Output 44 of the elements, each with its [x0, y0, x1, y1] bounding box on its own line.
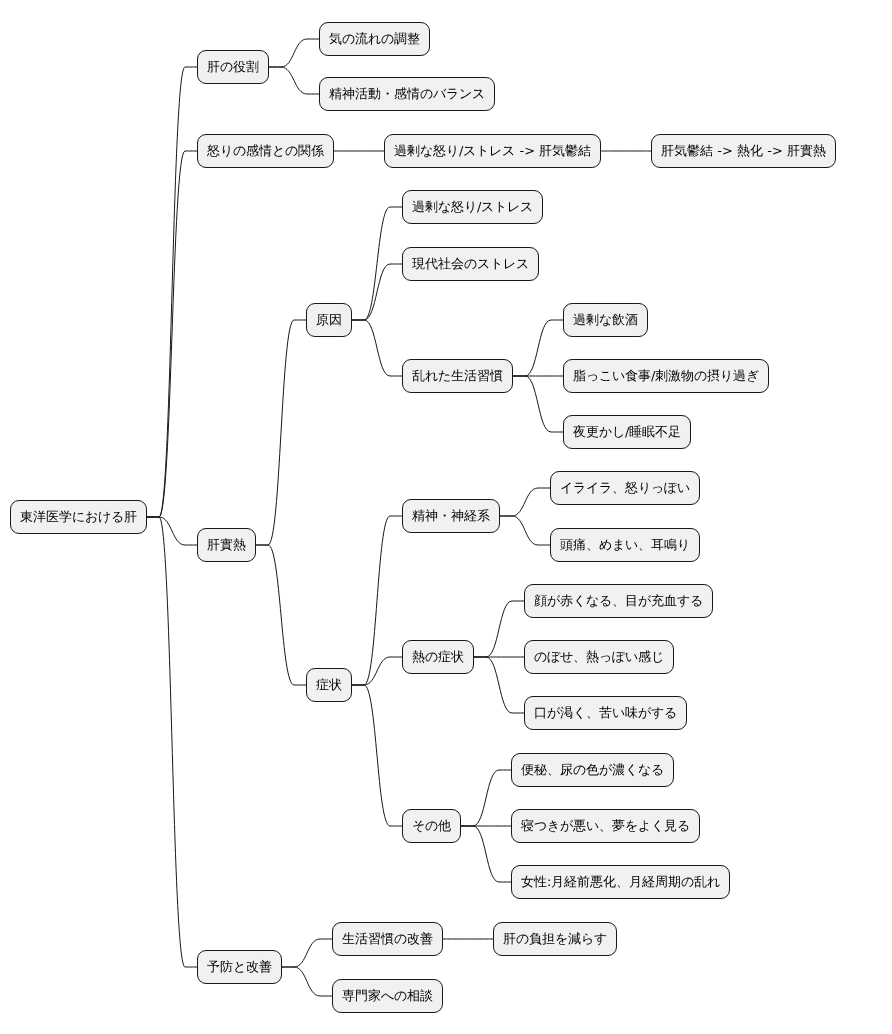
topic-box: 口が渇く、苦い味がする — [524, 696, 687, 730]
topic-box: 肝の負担を減らす — [493, 922, 617, 956]
topic-box: 肝気鬱結 -> 熱化 -> 肝實熱 — [651, 134, 836, 168]
connector-line — [442, 938, 494, 940]
topic-box: 顔が赤くなる、目が充血する — [524, 584, 713, 618]
connector-line — [281, 966, 333, 997]
topic-box: 過剰な飲酒 — [563, 303, 648, 337]
topic-box: 熱の症状 — [402, 640, 474, 674]
connector-line — [460, 825, 512, 883]
topic-box: 生活習慣の改善 — [332, 922, 443, 956]
topic-box: 便秘、尿の色が濃くなる — [511, 753, 674, 787]
topic-box: 専門家への相談 — [332, 979, 443, 1013]
topic-box: 原因 — [306, 303, 352, 337]
topic-box: 怒りの感情との関係 — [197, 134, 334, 168]
topic-box: 精神・神経系 — [402, 499, 500, 533]
connector-line — [600, 150, 652, 152]
connector-line — [268, 66, 320, 95]
topic-box: 脂っこい食事/刺激物の摂り過ぎ — [563, 359, 770, 393]
topic-box: 東洋医学における肝 — [10, 500, 147, 534]
connector-line — [512, 375, 564, 433]
connector-line — [333, 150, 385, 152]
topic-box: 精神活動・感情のバランス — [319, 77, 495, 111]
topic-box: 予防と改善 — [197, 950, 282, 984]
topic-box: 過剰な怒り/ストレス — [402, 190, 544, 224]
connector-line — [473, 656, 525, 714]
topic-box: 気の流れの調整 — [319, 22, 430, 56]
topic-box: 女性:月経前悪化、月経周期の乱れ — [511, 865, 731, 899]
connector-line — [255, 544, 307, 686]
topic-box: その他 — [402, 809, 461, 843]
connector-line — [351, 319, 403, 377]
connector-line — [146, 516, 198, 968]
topic-box: 夜更かし/睡眠不足 — [563, 415, 692, 449]
topic-box: 症状 — [306, 668, 352, 702]
topic-box: 頭痛、めまい、耳鳴り — [550, 528, 700, 562]
topic-box: 寝つきが悪い、夢をよく見る — [511, 809, 700, 843]
topic-box: イライラ、怒りっぽい — [550, 471, 700, 505]
topic-box: 肝實熱 — [197, 528, 256, 562]
topic-box: 肝の役割 — [197, 50, 269, 84]
topic-box: のぼせ、熱っぽい感じ — [524, 640, 674, 674]
topic-box: 乱れた生活習慣 — [402, 359, 513, 393]
topic-box: 現代社会のストレス — [402, 247, 539, 281]
connector-line — [351, 684, 403, 827]
topic-box: 過剰な怒り/ストレス -> 肝気鬱結 — [384, 134, 602, 168]
connector-line — [499, 515, 551, 546]
